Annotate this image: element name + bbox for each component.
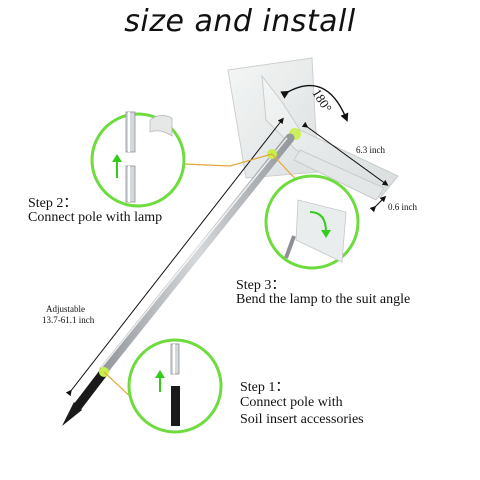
page-title: size and install [124,4,356,39]
step2-desc: Connect pole with lamp [28,210,163,225]
step1-title: Step 1： [240,380,290,395]
callout-step1 [127,338,223,434]
rotation-arc [280,84,349,122]
thickness-dimension-line [369,195,387,213]
pole-adjustable-label: Adjustable [46,304,85,314]
step1-desc-line2: Soil insert accessories [240,412,364,427]
step1-desc-line1: Connect pole with [240,395,343,410]
pole-length-dimension-line [65,117,284,397]
bend-arrow-icon [309,211,327,233]
callout-step3 [264,174,360,270]
callout-step2 [90,111,186,208]
panel-width-label: 6.3 inch [356,145,385,155]
pole-range-label: 13.7-61.1 inch [42,315,95,325]
ground-spike [62,367,109,426]
step2-title: Step 2： [28,196,78,211]
step3-title: Step 3： [236,278,286,293]
panel-thickness-label: 0.6 inch [388,202,417,212]
step3-desc: Bend the lamp to the suit angle [236,292,411,307]
leader-line-step2 [183,153,273,167]
width-dimension-line [301,121,389,186]
